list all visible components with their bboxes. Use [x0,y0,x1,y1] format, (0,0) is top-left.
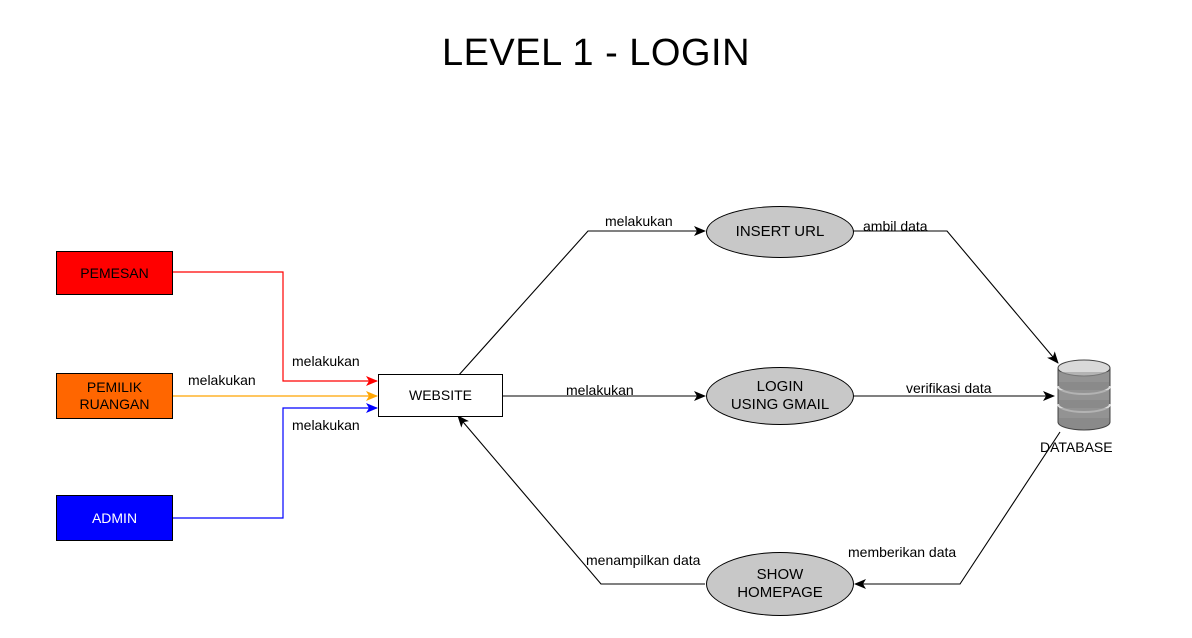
label-insert-db: ambil data [863,218,928,234]
entity-website: WEBSITE [378,374,503,417]
label-pemilik-flow: melakukan [188,372,256,388]
website-to-insert-line [457,226,706,377]
diagram-title: LEVEL 1 - LOGIN [441,32,751,74]
label-db-show: memberikan data [848,544,957,560]
show-to-website-line [457,415,705,585]
label-login-db: verifikasi data [906,380,992,396]
database-label: DATABASE [1040,439,1113,455]
pemesan-flow-line [163,267,378,386]
entity-admin: ADMIN [56,495,173,541]
entity-pemesan: PEMESAN [56,251,173,295]
database-icon [1057,359,1111,431]
db-to-show-line [854,431,1061,589]
label-to-insert: melakukan [605,213,673,229]
label-to-login: melakukan [566,382,634,398]
insert-to-db-line [853,230,1059,364]
process-insert-url: INSERT URL [706,206,854,258]
entity-pemilik-ruangan: PEMILIK RUANGAN [56,373,173,419]
admin-flow-line [163,403,378,523]
label-admin-flow: melakukan [292,417,360,433]
process-login-using-gmail: LOGIN USING GMAIL [706,367,854,425]
label-show-web: menampilkan data [586,552,701,568]
label-pemesan-flow: melakukan [292,353,360,369]
process-show-homepage: SHOW HOMEPAGE [706,552,854,616]
